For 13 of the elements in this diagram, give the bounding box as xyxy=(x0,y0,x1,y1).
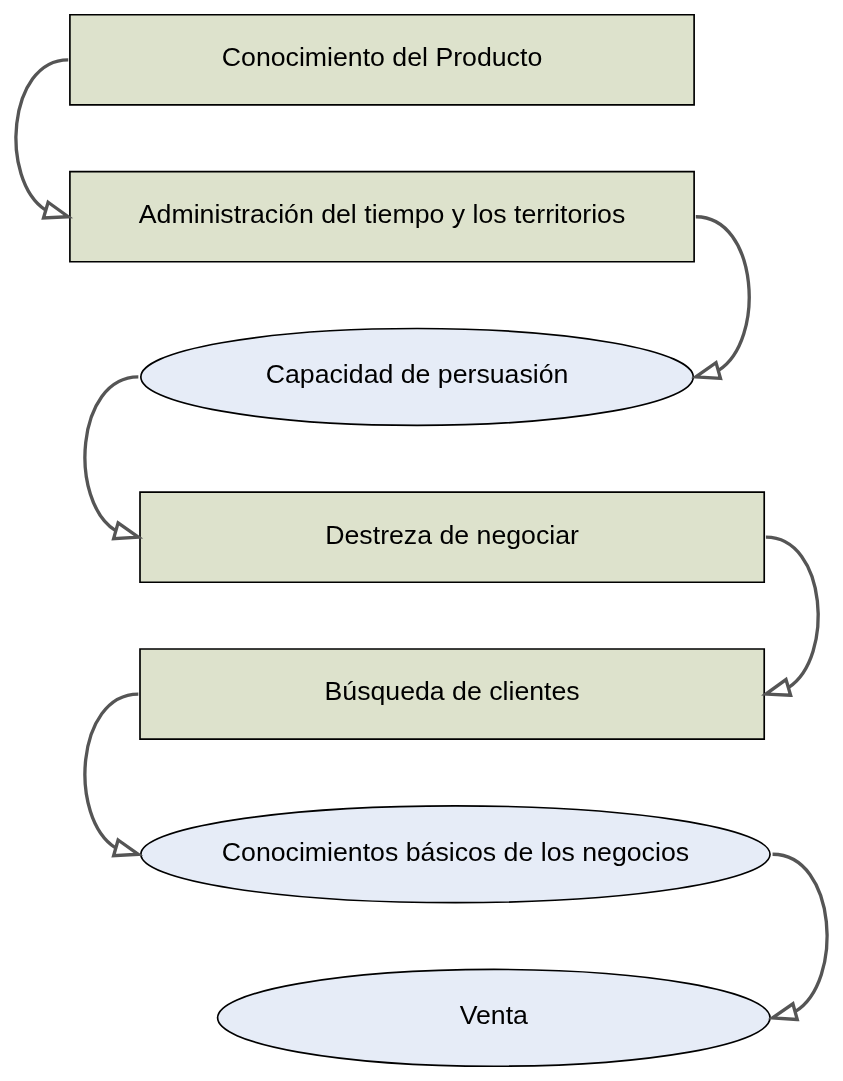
node-box: Conocimiento del Producto xyxy=(69,13,695,106)
arrow xyxy=(761,535,820,698)
node-ellipse: Venta xyxy=(216,968,771,1068)
arrow xyxy=(14,58,74,220)
arrow xyxy=(83,692,144,858)
arrow xyxy=(83,375,144,541)
node-box: Administración del tiempo y los territorios xyxy=(69,170,695,263)
node-box: Destreza de negociar xyxy=(139,491,766,584)
arrow xyxy=(767,852,829,1022)
arrow xyxy=(690,215,751,381)
node-ellipse: Conocimientos básicos de los negocios xyxy=(140,805,771,904)
node-box: Búsqueda de clientes xyxy=(139,648,766,740)
node-ellipse: Capacidad de persuasión xyxy=(140,327,695,427)
